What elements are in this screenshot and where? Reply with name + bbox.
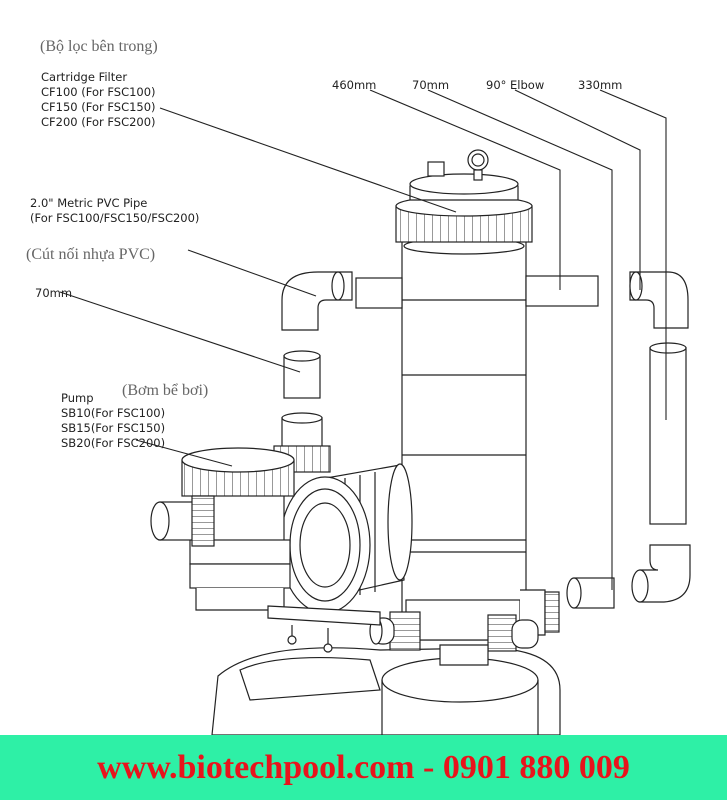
filter-model-2: CF150 (For FSC150) [41, 100, 156, 114]
equipment-drawing [59, 89, 691, 735]
pipe-vietnamese-label: (Cút nối nhựa PVC) [26, 246, 156, 263]
pipe-title: 2.0" Metric PVC Pipe [30, 196, 148, 210]
filter-body [355, 149, 599, 666]
length-330mm: 330mm [578, 78, 623, 92]
length-460mm: 460mm [332, 78, 377, 92]
filter-model-3: CF200 (For FSC200) [41, 115, 156, 129]
filter-title: Cartridge Filter [41, 70, 128, 84]
filter-vietnamese-label: (Bộ lọc bên trong) [40, 38, 158, 55]
pump-model-3: SB20(For FSC200) [61, 436, 166, 450]
pipe-subtitle: (For FSC100/FSC150/FSC200) [30, 211, 200, 225]
pump-model-2: SB15(For FSC150) [61, 421, 166, 435]
elbow-label: 90° Elbow [486, 78, 545, 92]
pump [150, 412, 413, 653]
pump-title: Pump [61, 391, 94, 405]
contact-banner: www.biotechpool.com - 0901 880 009 [0, 735, 727, 800]
pump-vietnamese-label: (Bơm bể bơi) [122, 382, 209, 399]
base-tray [211, 647, 561, 735]
length-70mm-top: 70mm [412, 78, 450, 92]
pump-model-1: SB10(For FSC100) [61, 406, 166, 420]
filter-model-1: CF100 (For FSC100) [41, 85, 156, 99]
loose-parts [281, 271, 691, 609]
length-70mm-left: 70mm [35, 286, 73, 300]
exploded-diagram: (Bộ lọc bên trong) Cartridge Filter CF10… [26, 38, 691, 735]
banner-website-phone[interactable]: www.biotechpool.com - 0901 880 009 [97, 748, 630, 786]
